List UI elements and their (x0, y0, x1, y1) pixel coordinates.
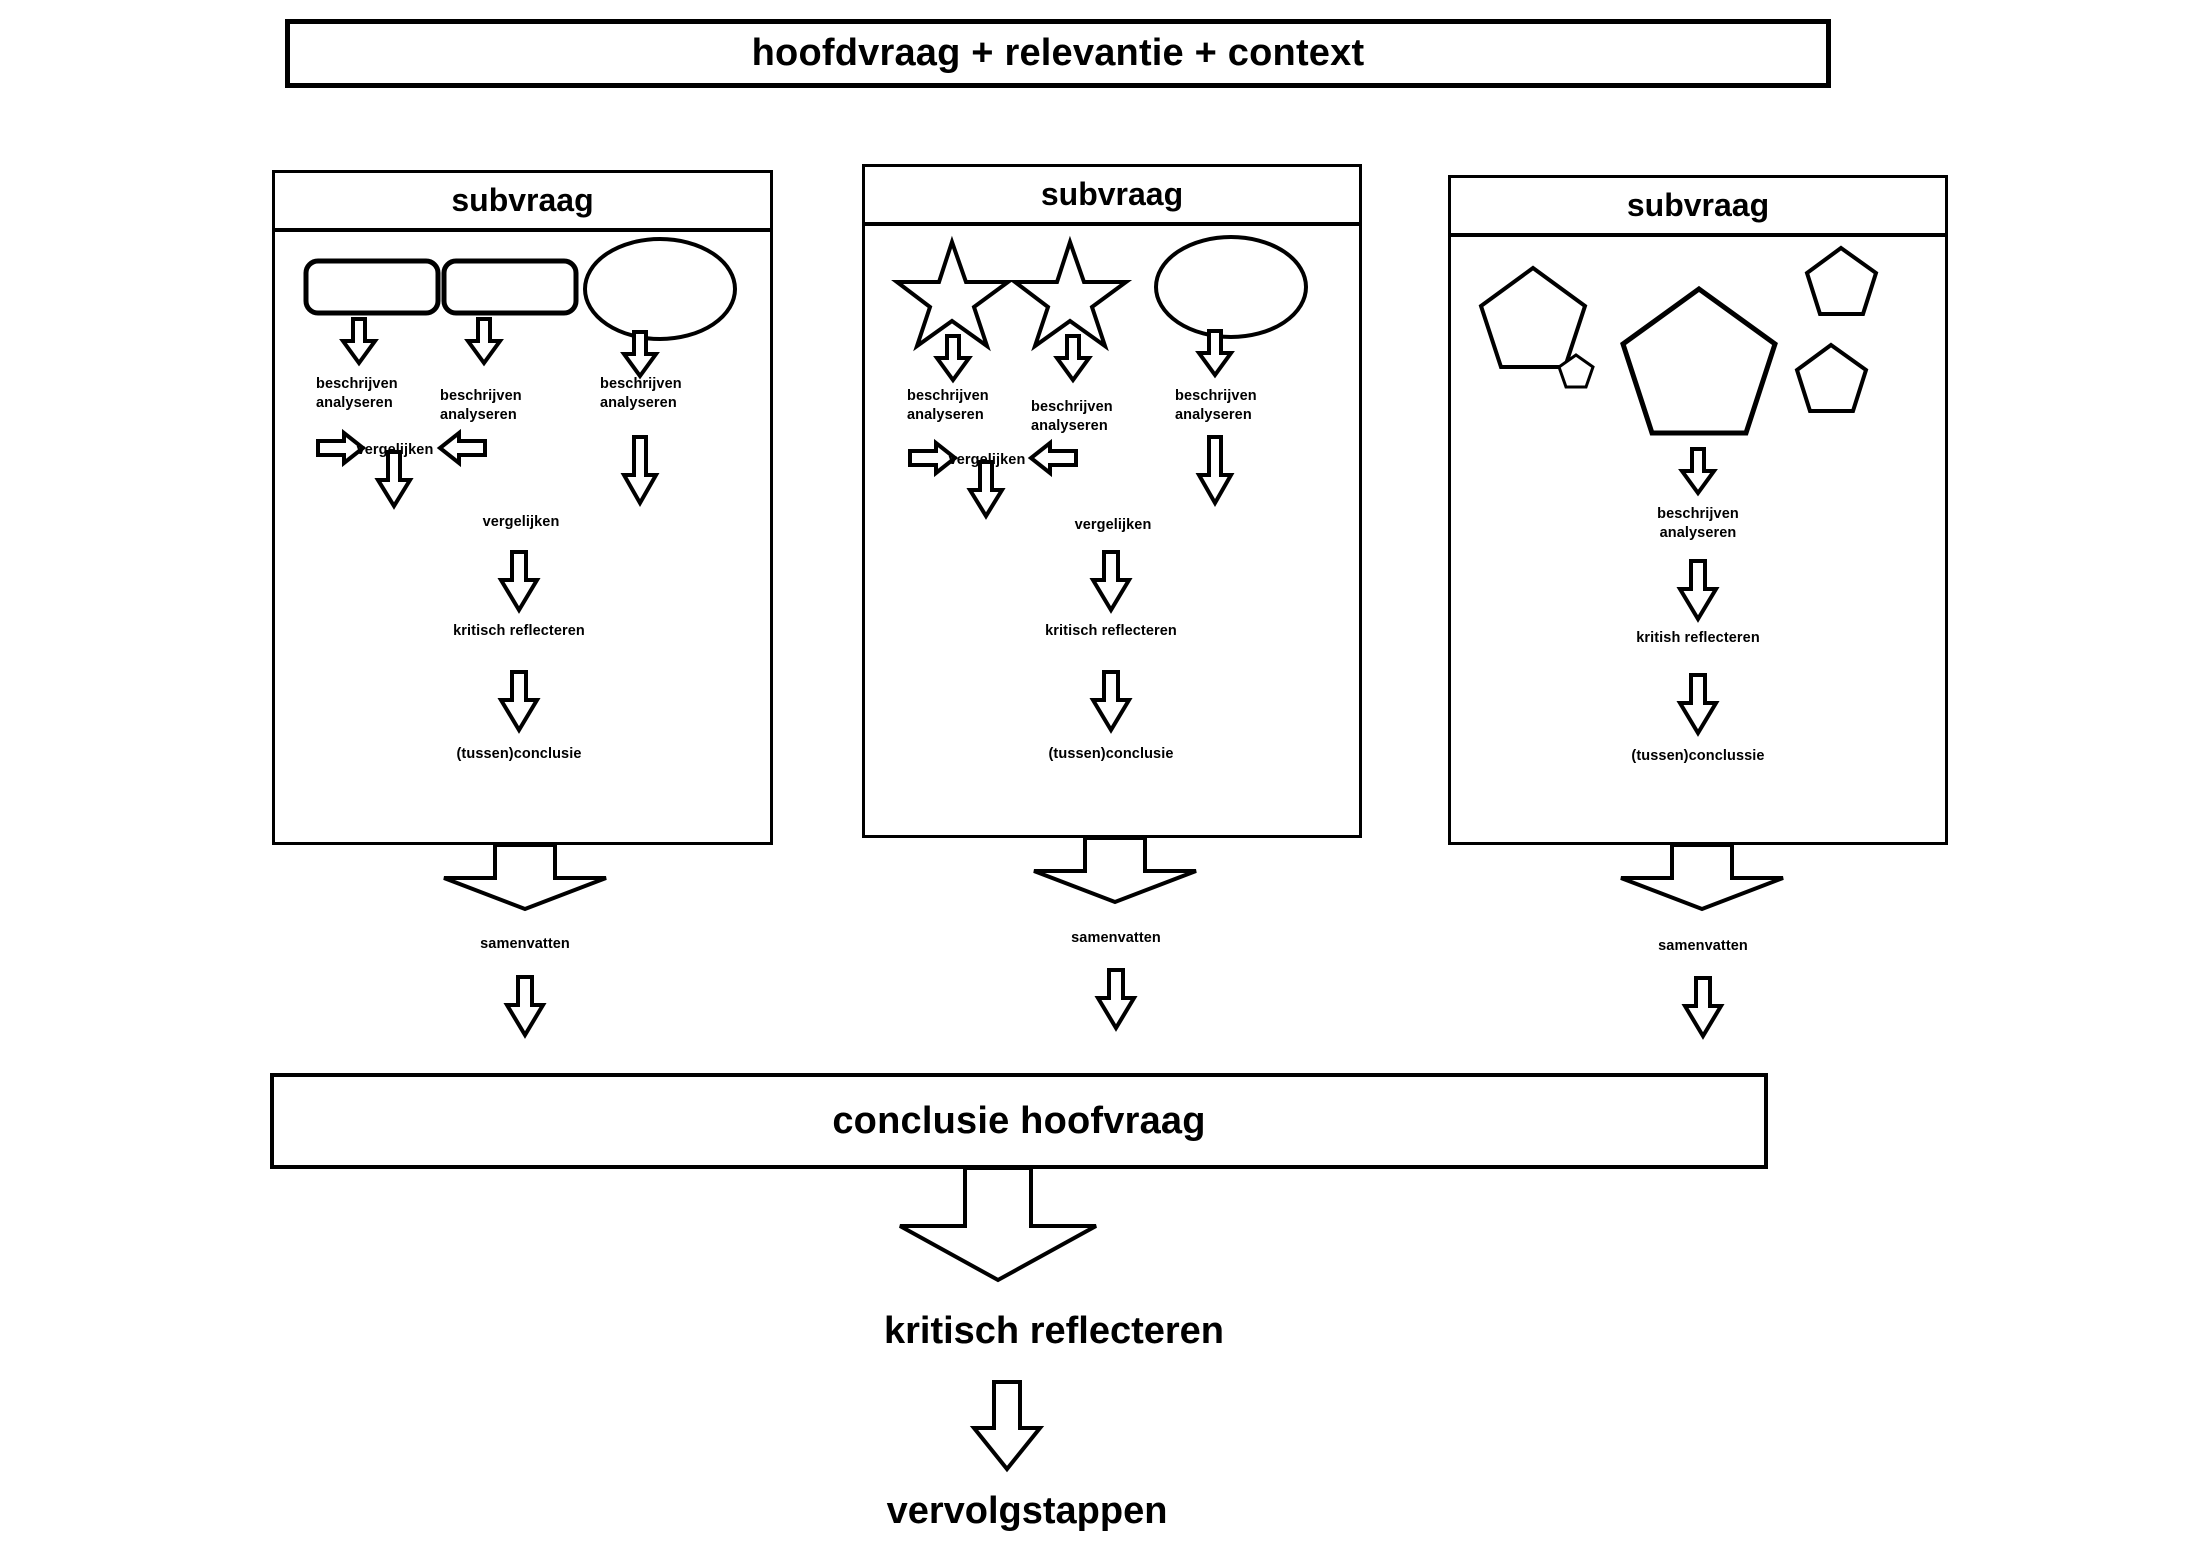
ellipse-shape-2 (1151, 232, 1311, 342)
down-arrow-icon-1a (339, 317, 379, 367)
down-arrow-icon-1d (374, 450, 414, 510)
down-arrow-icon-final (969, 1380, 1045, 1473)
left-arrow-icon-2 (1027, 438, 1078, 478)
subvraag-column-1: subvraag (272, 170, 773, 845)
label-samenvatten-1: samenvatten (480, 936, 570, 952)
wide-down-arrow-icon-2 (1030, 836, 1200, 905)
pentagon-shape-bottom-right (1794, 342, 1869, 414)
down-arrow-icon-2b (1053, 334, 1093, 384)
down-arrow-icon-1f (497, 550, 541, 614)
down-arrow-icon-1c (620, 330, 660, 380)
label-vervolgstappen: vervolgstappen (886, 1490, 1168, 1532)
label-samenvatten-2: samenvatten (1071, 930, 1161, 946)
down-arrow-icon-2g (1089, 670, 1133, 734)
label-kritish-reflecteren-3: kritish reflecteren (1636, 630, 1760, 646)
subvraag-1-title: subvraag (451, 182, 594, 218)
label-samenvatten-3: samenvatten (1658, 938, 1748, 954)
down-arrow-icon-2a (933, 334, 973, 384)
label-vergelijken-1b: vergelijken (482, 514, 560, 530)
label-tussenconclusie-1: (tussen)conclusie (456, 746, 582, 762)
conclusie-hoofvraag-box: conclusie hoofvraag (270, 1073, 1768, 1169)
down-arrow-icon-3c (1676, 673, 1720, 737)
down-arrow-icon-2c (1195, 329, 1235, 379)
subvraag-column-2: subvraag (862, 164, 1362, 838)
pentagon-shape-top-right (1804, 245, 1879, 317)
hoofdvraag-label: hoofdvraag + relevantie + context (751, 32, 1365, 74)
subvraag-1-title-bar: subvraag (272, 170, 773, 232)
down-arrow-icon-3a (1678, 447, 1718, 497)
label-vergelijken-2b: vergelijken (1074, 517, 1152, 533)
down-arrow-icon-2d (966, 460, 1006, 520)
down-arrow-icon-2h (1094, 968, 1138, 1032)
down-arrow-icon-2e (1195, 435, 1235, 508)
right-arrow-icon-2 (908, 438, 959, 478)
subvraag-2-title-bar: subvraag (862, 164, 1362, 226)
wide-down-arrow-icon-3 (1617, 843, 1787, 912)
label-kritisch-reflecteren-final: kritisch reflecteren (883, 1310, 1225, 1352)
rounded-rectangle-shape-2 (440, 257, 580, 317)
down-arrow-icon-3d (1681, 976, 1725, 1040)
wide-down-arrow-icon-conclusion (888, 1166, 1108, 1283)
right-arrow-icon-1 (316, 428, 367, 468)
subvraag-3-title: subvraag (1626, 187, 1770, 223)
down-arrow-icon-1h (503, 975, 547, 1039)
label-kritisch-reflecteren-2: kritisch reflecteren (1045, 623, 1177, 639)
left-arrow-icon-1 (436, 428, 487, 468)
rounded-rectangle-shape-1 (302, 257, 442, 317)
hoofdvraag-box: hoofdvraag + relevantie + context (285, 19, 1831, 88)
pentagon-shape-large (1619, 285, 1779, 437)
pentagon-shape-medium-left (1478, 265, 1588, 370)
label-kritisch-reflecteren-1: kritisch reflecteren (453, 623, 585, 639)
down-arrow-icon-1e (620, 435, 660, 508)
down-arrow-icon-1g (497, 670, 541, 734)
down-arrow-icon-1b (464, 317, 504, 367)
star-shape-1 (891, 235, 1015, 352)
conclusie-hoofvraag-label: conclusie hoofvraag (832, 1099, 1206, 1142)
subvraag-2-title: subvraag (1040, 176, 1184, 212)
star-shape-2 (1009, 235, 1133, 352)
pentagon-shape-small-left (1556, 352, 1596, 390)
label-tussenconclusie-2: (tussen)conclusie (1048, 746, 1174, 762)
subvraag-column-3: subvraag (1448, 175, 1948, 845)
wide-down-arrow-icon-1 (440, 843, 610, 912)
subvraag-3-title-bar: subvraag (1448, 175, 1948, 237)
down-arrow-icon-3b (1676, 559, 1720, 623)
ellipse-shape-1 (580, 234, 740, 344)
down-arrow-icon-2f (1089, 550, 1133, 614)
label-tussenconclussie-3: (tussen)conclussie (1631, 748, 1765, 764)
